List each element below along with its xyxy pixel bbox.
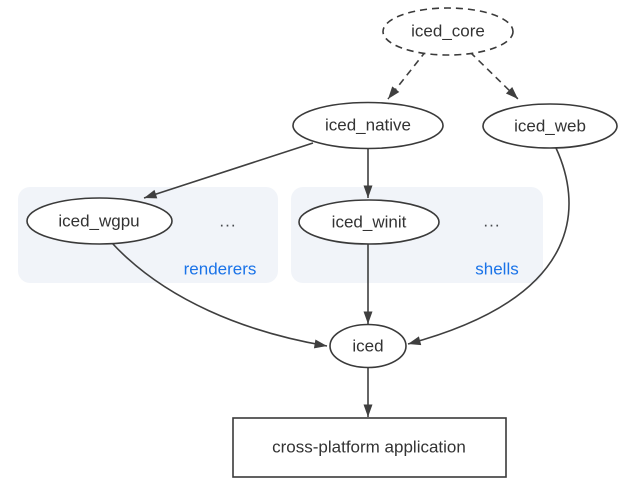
node-iced-winit-label: iced_winit	[331, 212, 407, 232]
node-iced-native-shape	[292, 101, 444, 150]
node-iced-wgpu-label: iced_wgpu	[58, 211, 140, 231]
node-iced-winit-shape	[298, 199, 440, 245]
node-application-shape	[232, 417, 507, 478]
group-renderers-label: renderers	[183, 259, 257, 279]
group-renderers-ellipsis: ...	[219, 211, 237, 231]
group-shells-ellipsis: ...	[483, 211, 501, 231]
node-iced-shape	[329, 323, 407, 369]
edge-iced_wgpu-iced	[111, 242, 328, 349]
edge-iced_native-iced_wgpu	[143, 142, 314, 199]
node-iced-core-label: iced_core	[411, 21, 485, 41]
node-iced-label: iced	[352, 336, 384, 356]
node-iced-core-shape	[382, 7, 514, 56]
node-application-label: cross-platform application	[272, 437, 466, 457]
edge-iced_core-iced_native	[387, 50, 427, 100]
node-iced-web-label: iced_web	[514, 116, 586, 136]
edge-iced_web-iced	[407, 147, 570, 346]
node-iced-wgpu-shape	[26, 197, 173, 245]
node-iced-web-shape	[482, 103, 618, 149]
group-shells-label: shells	[475, 259, 519, 279]
edge-iced_core-iced_web	[469, 51, 519, 100]
node-iced-native-label: iced_native	[324, 115, 412, 135]
